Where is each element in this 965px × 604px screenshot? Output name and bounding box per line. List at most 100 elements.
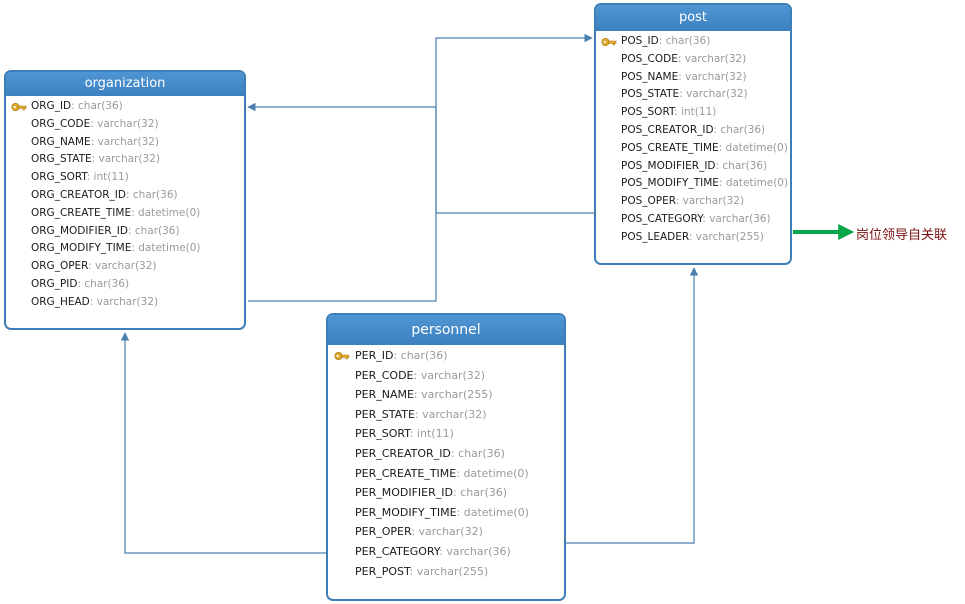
organization-table[interactable]: organization ORG_ID: char(36)ORG_CODE: v… xyxy=(4,70,246,330)
personnel-fields: PER_ID: char(36)PER_CODE: varchar(32)PER… xyxy=(328,345,564,581)
post-table-title: post xyxy=(596,5,790,31)
field-name: PER_STATE xyxy=(355,407,415,421)
field-name: PER_MODIFY_TIME xyxy=(355,505,457,519)
field-type: : char(36) xyxy=(713,123,766,136)
field-row[interactable]: ORG_OPER: varchar(32) xyxy=(6,258,244,276)
field-name: PER_CREATOR_ID xyxy=(355,446,451,460)
field-row[interactable]: PER_ID: char(36) xyxy=(328,346,564,366)
field-row[interactable]: POS_CREATE_TIME: datetime(0) xyxy=(596,140,790,158)
primary-key-icon xyxy=(11,103,27,111)
field-type: : varchar(32) xyxy=(678,70,747,83)
field-row[interactable]: PER_CREATE_TIME: datetime(0) xyxy=(328,464,564,484)
field-name: ORG_CREATE_TIME xyxy=(31,206,132,219)
field-row[interactable]: PER_OPER: varchar(32) xyxy=(328,522,564,542)
field-row[interactable]: PER_MODIFIER_ID: char(36) xyxy=(328,483,564,503)
field-row[interactable]: ORG_NAME: varchar(32) xyxy=(6,134,244,152)
field-type: : int(11) xyxy=(409,427,454,441)
field-name: ORG_CREATOR_ID xyxy=(31,188,126,201)
field-name: PER_CODE xyxy=(355,368,414,382)
field-type: : varchar(255) xyxy=(688,230,764,243)
field-row[interactable]: ORG_CREATE_TIME: datetime(0) xyxy=(6,205,244,223)
field-row[interactable]: ORG_MODIFY_TIME: datetime(0) xyxy=(6,240,244,258)
field-row[interactable]: PER_STATE: varchar(32) xyxy=(328,405,564,425)
field-name: PER_OPER xyxy=(355,525,412,539)
field-name: ORG_OPER xyxy=(31,260,89,273)
organization-fields: ORG_ID: char(36)ORG_CODE: varchar(32)ORG… xyxy=(6,96,244,312)
field-row[interactable]: ORG_ID: char(36) xyxy=(6,98,244,116)
field-row[interactable]: PER_POST: varchar(255) xyxy=(328,562,564,582)
field-row[interactable]: PER_CATEGORY: varchar(36) xyxy=(328,542,564,562)
field-type: : varchar(32) xyxy=(90,135,160,148)
post-table[interactable]: post POS_ID: char(36)POS_CODE: varchar(3… xyxy=(594,3,792,265)
field-type: : char(36) xyxy=(452,486,508,500)
field-type: : datetime(0) xyxy=(456,505,529,519)
field-name: POS_CREATOR_ID xyxy=(621,123,714,136)
field-name: ORG_SORT xyxy=(31,171,87,184)
field-type: : varchar(32) xyxy=(89,295,159,308)
link-personnel-to-organization xyxy=(120,332,326,554)
field-row[interactable]: ORG_SORT: int(11) xyxy=(6,169,244,187)
personnel-table-title: personnel xyxy=(328,315,564,345)
field-name: POS_LEADER xyxy=(621,230,689,243)
field-type: : char(36) xyxy=(71,100,123,112)
field-row[interactable]: POS_CREATOR_ID: char(36) xyxy=(596,122,790,140)
field-name: POS_CODE xyxy=(621,52,678,65)
field-row[interactable]: POS_OPER: varchar(32) xyxy=(596,193,790,211)
field-row[interactable]: ORG_CODE: varchar(32) xyxy=(6,116,244,134)
field-row[interactable]: POS_MODIFIER_ID: char(36) xyxy=(596,158,790,176)
field-type: : datetime(0) xyxy=(131,206,201,219)
primary-key-icon xyxy=(601,38,617,46)
personnel-table[interactable]: personnel PER_ID: char(36)PER_CODE: varc… xyxy=(326,313,566,601)
field-row[interactable]: POS_MODIFY_TIME: datetime(0) xyxy=(596,175,790,193)
field-type: : char(36) xyxy=(127,224,180,237)
field-row[interactable]: ORG_CREATOR_ID: char(36) xyxy=(6,187,244,205)
field-name: POS_ID xyxy=(621,35,659,47)
field-name: POS_MODIFIER_ID xyxy=(621,159,716,172)
field-name: PER_CREATE_TIME xyxy=(355,466,457,480)
field-type: : char(36) xyxy=(658,35,711,47)
field-row[interactable]: ORG_PID: char(36) xyxy=(6,276,244,294)
field-name: PER_ID xyxy=(355,349,394,362)
field-type: : datetime(0) xyxy=(456,466,529,480)
field-name: PER_POST xyxy=(355,564,410,578)
field-name: POS_MODIFY_TIME xyxy=(621,177,719,190)
field-name: ORG_CODE xyxy=(31,117,91,130)
field-name: ORG_ID xyxy=(31,100,72,112)
field-name: POS_SORT xyxy=(621,106,675,119)
link-organization-to-post xyxy=(248,33,593,302)
field-name: PER_CATEGORY xyxy=(355,544,440,558)
field-name: ORG_NAME xyxy=(31,135,91,148)
field-row[interactable]: PER_CREATOR_ID: char(36) xyxy=(328,444,564,464)
field-row[interactable]: POS_ID: char(36) xyxy=(596,33,790,51)
field-type: : datetime(0) xyxy=(131,242,201,255)
field-row[interactable]: PER_MODIFY_TIME: datetime(0) xyxy=(328,503,564,523)
field-name: ORG_HEAD xyxy=(31,295,90,308)
field-type: : datetime(0) xyxy=(718,141,788,154)
field-type: : varchar(32) xyxy=(675,195,745,208)
field-type: : varchar(32) xyxy=(677,52,747,65)
field-type: : varchar(32) xyxy=(679,88,748,101)
field-row[interactable]: POS_CODE: varchar(32) xyxy=(596,51,790,69)
field-type: : varchar(32) xyxy=(413,368,486,382)
field-row[interactable]: ORG_MODIFIER_ID: char(36) xyxy=(6,223,244,241)
field-row[interactable]: ORG_HEAD: varchar(32) xyxy=(6,294,244,312)
field-row[interactable]: PER_NAME: varchar(255) xyxy=(328,385,564,405)
field-type: : int(11) xyxy=(674,106,717,119)
field-type: : datetime(0) xyxy=(718,177,789,190)
field-row[interactable]: PER_CODE: varchar(32) xyxy=(328,366,564,386)
field-row[interactable]: POS_LEADER: varchar(255) xyxy=(596,229,790,247)
field-row[interactable]: POS_CATEGORY: varchar(36) xyxy=(596,211,790,229)
field-type: : varchar(32) xyxy=(90,117,159,130)
field-type: : varchar(32) xyxy=(91,153,160,166)
field-type: : varchar(32) xyxy=(411,525,483,539)
post-fields: POS_ID: char(36)POS_CODE: varchar(32)POS… xyxy=(596,31,790,247)
field-name: POS_OPER xyxy=(621,195,676,208)
field-row[interactable]: POS_SORT: int(11) xyxy=(596,104,790,122)
field-row[interactable]: ORG_STATE: varchar(32) xyxy=(6,151,244,169)
field-row[interactable]: POS_STATE: varchar(32) xyxy=(596,86,790,104)
field-row[interactable]: PER_SORT: int(11) xyxy=(328,424,564,444)
field-type: : varchar(36) xyxy=(702,212,771,225)
field-row[interactable]: POS_NAME: varchar(32) xyxy=(596,69,790,87)
field-name: ORG_STATE xyxy=(31,153,92,166)
field-type: : int(11) xyxy=(86,171,129,184)
